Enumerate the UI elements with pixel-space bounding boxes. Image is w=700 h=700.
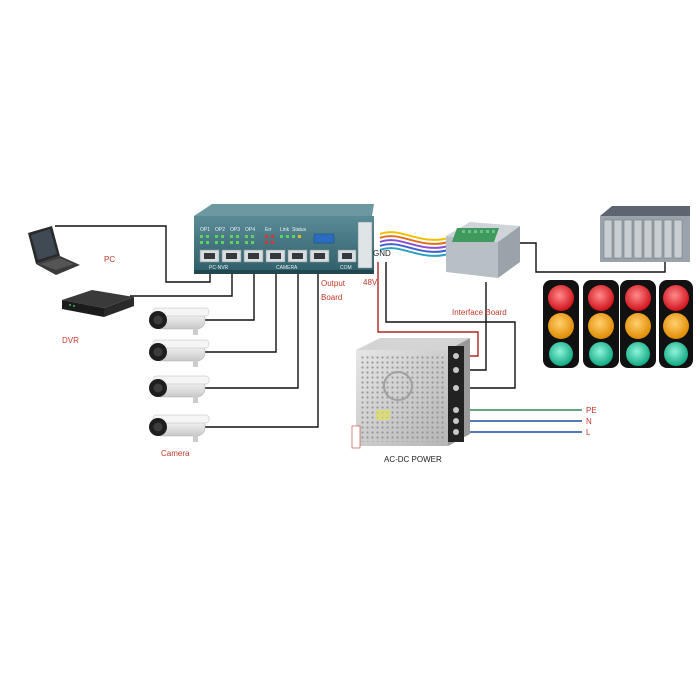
red-light-icon <box>588 285 614 311</box>
laptop-icon <box>28 226 80 275</box>
switch-terminal-block <box>357 221 373 269</box>
camera-2-icon <box>149 339 210 367</box>
interface-board-label: Interface Board <box>452 308 507 317</box>
wire-camera-2 <box>204 258 277 353</box>
led-row <box>200 235 301 244</box>
red-light-icon <box>548 285 574 311</box>
op2-label: OP2 <box>215 227 225 233</box>
interface-board <box>446 222 520 278</box>
amber-light-icon <box>663 313 689 339</box>
wire-48v <box>377 262 479 357</box>
green-light-icon <box>664 342 688 366</box>
l-label: L <box>586 428 591 437</box>
traffic-light-1 <box>543 280 579 368</box>
dvr-label: DVR <box>62 336 79 345</box>
wire-camera-4 <box>204 258 319 428</box>
wire-gnd <box>385 262 516 389</box>
wire-interface-rack <box>510 242 666 273</box>
camera-3-icon <box>149 375 210 403</box>
amber-light-icon <box>548 313 574 339</box>
equipment-rack <box>600 206 690 262</box>
op3-label: OP3 <box>230 227 240 233</box>
ribbon-cable <box>379 231 449 257</box>
err-label: Err <box>265 227 272 233</box>
camera-port-label: CAMERA <box>276 265 298 271</box>
camera-label: Camera <box>161 449 190 458</box>
dvr-icon <box>62 290 134 317</box>
v48-label: 48V <box>363 278 378 287</box>
wire-camera-1 <box>204 258 255 321</box>
pe-label: PE <box>586 406 597 415</box>
op1-label: OP1 <box>200 227 210 233</box>
camera-4-icon <box>149 414 210 442</box>
output-board-label-line1: Output <box>321 279 346 288</box>
op4-label: OP4 <box>245 227 255 233</box>
traffic-light-4 <box>659 280 693 368</box>
output-board-label-line2: Board <box>321 293 342 302</box>
wire-pc <box>55 225 211 283</box>
traffic-light-2 <box>583 280 619 368</box>
red-light-icon <box>663 285 689 311</box>
status-label: Status <box>292 227 307 233</box>
traffic-light-3 <box>620 280 656 368</box>
green-light-icon <box>549 342 573 366</box>
wire-camera-3 <box>204 258 299 389</box>
amber-light-icon <box>625 313 651 339</box>
pc-label: PC <box>104 255 115 264</box>
red-light-icon <box>625 285 651 311</box>
pc-nvr-port-label: PC-NVR <box>209 265 229 271</box>
green-light-icon <box>589 342 613 366</box>
wiring <box>55 225 666 428</box>
dip-switch <box>313 233 335 244</box>
amber-light-icon <box>588 313 614 339</box>
ac-dc-power-label: AC-DC POWER <box>384 455 442 464</box>
green-light-icon <box>626 342 650 366</box>
gnd-label: GND <box>373 249 391 258</box>
camera-1-icon <box>149 307 210 335</box>
link-label: Link <box>280 227 290 233</box>
ac-dc-power-supply <box>351 338 470 449</box>
n-label: N <box>586 417 592 426</box>
com-port-label: COM <box>340 265 352 271</box>
output-board-switch: OP1 OP2 OP3 OP4 Err Link Status <box>194 204 374 274</box>
psu-terminal-strip <box>448 346 464 442</box>
